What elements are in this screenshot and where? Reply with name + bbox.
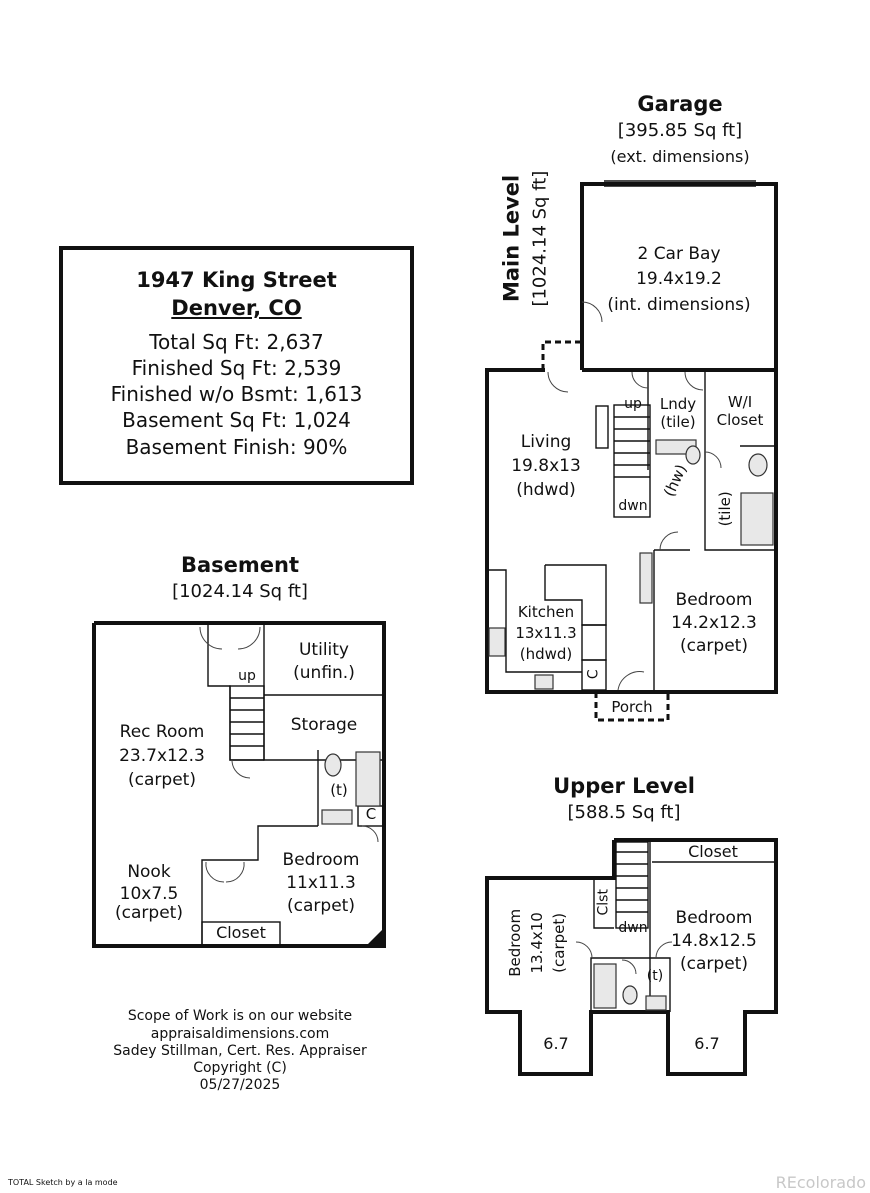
- footer-appraiser: Sadey Stillman, Cert. Res. Appraiser: [113, 1043, 367, 1059]
- footer-scope: Scope of Work is on our website: [127, 1008, 353, 1024]
- kitchen-size: 13x11.3: [515, 624, 577, 642]
- property-city: Denver, CO: [171, 296, 302, 320]
- garage-outline: [580, 180, 778, 372]
- living-size: 19.8x13: [511, 456, 581, 476]
- nook-floor: (carpet): [115, 903, 183, 923]
- main-bedroom-name: Bedroom: [675, 590, 753, 610]
- software-credit: TOTAL Sketch by a la mode: [8, 1178, 118, 1187]
- basement-area: [1024.14 Sq ft]: [172, 581, 308, 602]
- info-box: [59, 246, 414, 485]
- footer-copyright: Copyright (C): [193, 1060, 287, 1076]
- garage-title: Garage: [637, 92, 723, 116]
- porch-label: Porch: [611, 698, 653, 716]
- basement-closet: Closet: [216, 923, 266, 942]
- upper-bay1-width: 6.7: [543, 1034, 569, 1053]
- basement-outline: [92, 621, 386, 948]
- laundry-name: Lndy: [659, 395, 697, 413]
- laundry-floor: (tile): [660, 413, 696, 431]
- basement-stairs-up: up: [238, 668, 256, 684]
- wi-closet-label-2: Closet: [716, 411, 764, 429]
- utility-note: (unfin.): [293, 663, 355, 683]
- footer-website: appraisaldimensions.com: [150, 1026, 330, 1042]
- upper-bedroom2-floor: (carpet): [680, 954, 748, 974]
- watermark: REcolorado: [775, 1173, 866, 1192]
- total-sqft: Total Sq Ft: 2,637: [149, 330, 324, 354]
- main-bedroom-floor: (carpet): [680, 636, 748, 656]
- upper-closet: Closet: [688, 842, 738, 861]
- basement-bedroom-floor: (carpet): [287, 896, 355, 916]
- rec-room-name: Rec Room: [119, 722, 205, 742]
- utility-name: Utility: [298, 640, 349, 660]
- nook-size: 10x7.5: [119, 884, 179, 904]
- living-name: Living: [520, 432, 572, 452]
- basement-finish: Basement Finish: 90%: [125, 435, 348, 459]
- basement-bedroom-name: Bedroom: [282, 850, 360, 870]
- bath-tile-label: (tile): [716, 491, 735, 527]
- upper-level-outline: [485, 838, 778, 1076]
- upper-bay2-width: 6.7: [694, 1034, 720, 1053]
- upper-bedroom1-size: 13.4x10: [528, 912, 547, 974]
- rec-room-floor: (carpet): [128, 770, 196, 790]
- upper-bedroom2-name: Bedroom: [675, 908, 753, 928]
- main-bedroom-size: 14.2x12.3: [671, 613, 757, 633]
- property-address: 1947 King Street: [136, 268, 337, 292]
- upper-level-title: Upper Level: [553, 774, 695, 798]
- basement-bath-t: (t): [330, 781, 348, 799]
- upper-level-area: [588.5 Sq ft]: [567, 802, 681, 823]
- nook-name: Nook: [127, 862, 171, 882]
- upper-bath-t: (t): [646, 968, 664, 984]
- finished-sqft: Finished Sq Ft: 2,539: [131, 356, 342, 380]
- footer-date: 05/27/2025: [199, 1077, 281, 1093]
- garage-bay-note: (int. dimensions): [607, 295, 751, 315]
- wi-closet-label-1: W/I: [727, 393, 753, 411]
- kitchen-floor: (hdwd): [519, 645, 573, 663]
- garage-area: [395.85 Sq ft]: [617, 120, 743, 141]
- storage-label: Storage: [290, 715, 358, 735]
- basement-title: Basement: [180, 553, 300, 577]
- upper-bedroom1-name: Bedroom: [506, 908, 525, 977]
- main-stairs-up: up: [624, 396, 642, 412]
- main-closet-c: C: [585, 669, 602, 680]
- main-level-title: Main Level: [499, 174, 524, 303]
- kitchen-name: Kitchen: [517, 603, 575, 621]
- finished-wo-bsmt: Finished w/o Bsmt: 1,613: [110, 382, 363, 406]
- upper-bedroom2-size: 14.8x12.5: [671, 931, 757, 951]
- main-level-area: [1024.14 Sq ft]: [529, 170, 551, 307]
- upper-clst: Clst: [595, 889, 612, 916]
- rec-room-size: 23.7x12.3: [119, 746, 205, 766]
- garage-note: (ext. dimensions): [610, 147, 750, 166]
- main-stairs-down: dwn: [618, 498, 648, 514]
- upper-stairs-down: dwn: [618, 920, 648, 936]
- basement-bedroom-size: 11x11.3: [286, 873, 356, 893]
- garage-bay-name: 2 Car Bay: [637, 244, 721, 264]
- living-floor: (hdwd): [516, 480, 576, 500]
- main-level-outline: [485, 301, 778, 722]
- upper-bedroom1-floor: (carpet): [550, 912, 569, 973]
- garage-bay-size: 19.4x19.2: [636, 269, 722, 289]
- basement-sqft: Basement Sq Ft: 1,024: [122, 408, 351, 432]
- basement-closet-c: C: [365, 805, 377, 823]
